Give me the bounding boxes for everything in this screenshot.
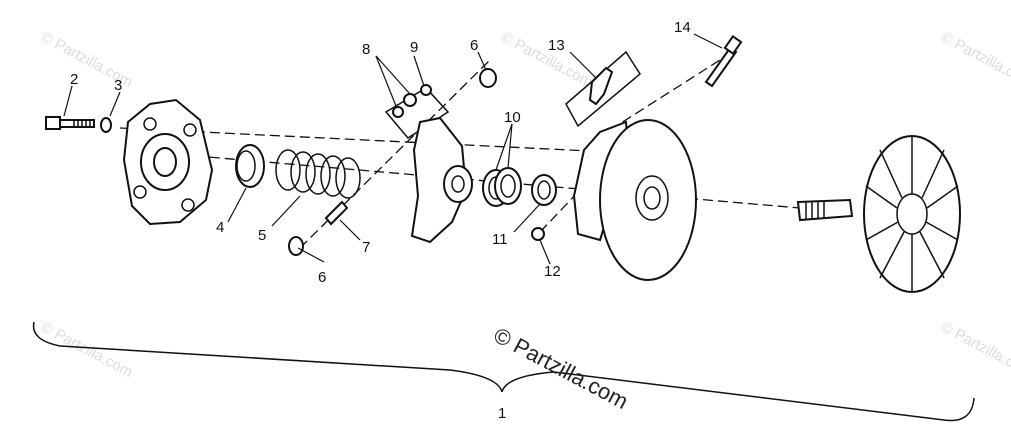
roller-part bbox=[479, 68, 497, 88]
cover-plate-part bbox=[122, 98, 214, 226]
movable-sheave-part bbox=[572, 119, 697, 281]
bushing-ring-part bbox=[235, 144, 265, 188]
weight-clip-part bbox=[565, 50, 641, 128]
callout-5: 5 bbox=[258, 227, 266, 244]
callout-12: 12 bbox=[544, 263, 561, 280]
faint-watermark: © Partzilla.com bbox=[938, 29, 1011, 91]
main-watermark: © Partzilla.com bbox=[490, 322, 633, 414]
spring-part bbox=[275, 149, 361, 199]
faint-watermark: © Partzilla.com bbox=[938, 319, 1011, 381]
callout-1: 1 bbox=[498, 405, 506, 422]
callout-labels: 1 2 3 4 5 6 6 7 8 9 10 11 12 13 14 bbox=[70, 19, 691, 422]
callout-6-top: 6 bbox=[470, 37, 478, 54]
callout-11: 11 bbox=[492, 231, 508, 248]
leader-lines bbox=[63, 33, 723, 265]
nut-bushing-set bbox=[384, 84, 450, 139]
assembly-bracket bbox=[32, 321, 975, 422]
spider-bracket-part bbox=[410, 116, 473, 244]
callout-7: 7 bbox=[362, 239, 370, 256]
bolt-part bbox=[45, 116, 95, 130]
callout-3: 3 bbox=[114, 77, 122, 94]
fixed-sheave-part bbox=[796, 135, 961, 293]
faint-watermark: © Partzilla.com bbox=[498, 29, 595, 91]
callout-6-bottom: 6 bbox=[318, 269, 326, 286]
callout-13: 13 bbox=[548, 37, 565, 54]
callout-9: 9 bbox=[410, 39, 418, 56]
pin-part bbox=[324, 200, 349, 226]
callout-4: 4 bbox=[216, 219, 224, 236]
long-bolt-part bbox=[704, 35, 743, 88]
bushing-part bbox=[531, 174, 557, 206]
washer-part bbox=[100, 117, 112, 133]
callout-8: 8 bbox=[362, 41, 370, 58]
washer-pair-part bbox=[482, 167, 522, 207]
callout-14: 14 bbox=[674, 19, 691, 36]
nut-part bbox=[531, 227, 545, 241]
callout-10: 10 bbox=[504, 109, 521, 126]
roller-part bbox=[288, 236, 304, 256]
callout-2: 2 bbox=[70, 71, 78, 88]
